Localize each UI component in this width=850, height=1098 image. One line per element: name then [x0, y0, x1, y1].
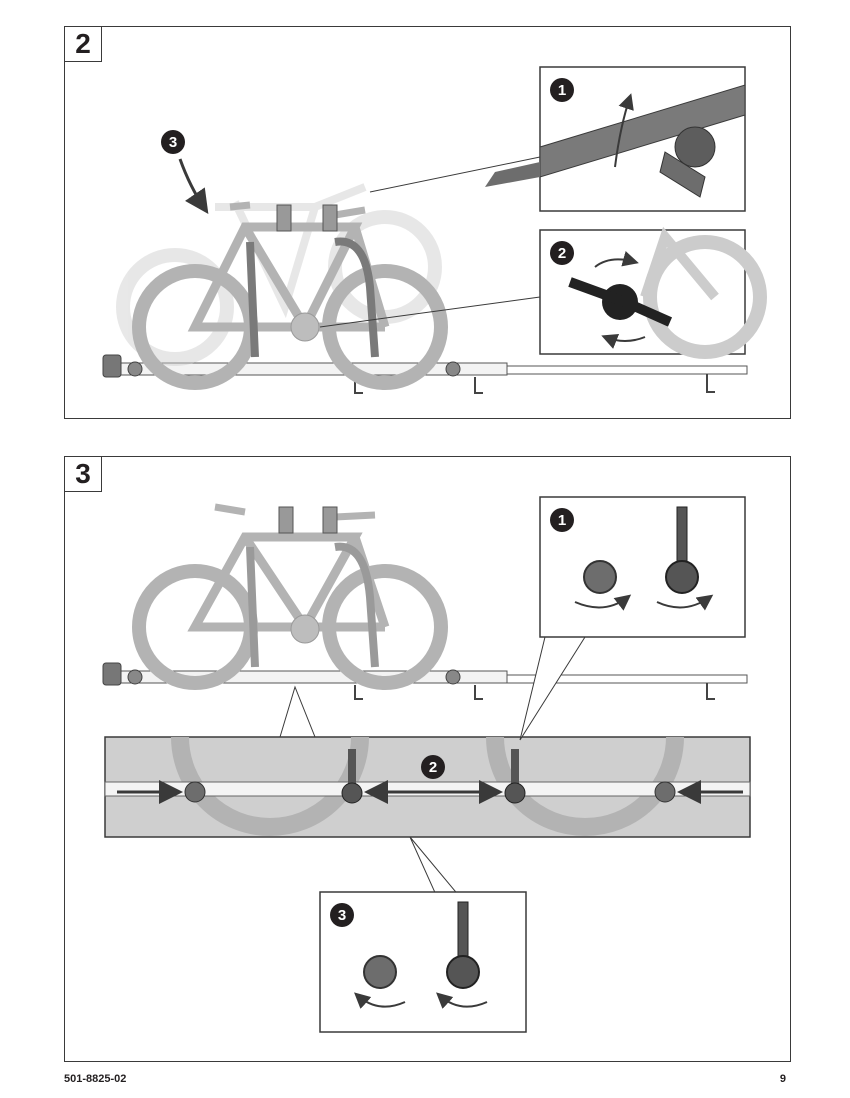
step-3-illustration: 2 1 [65, 457, 792, 1063]
callout-badge-icon: 2 [421, 755, 445, 779]
knob-icon [364, 956, 396, 988]
svg-text:2: 2 [429, 759, 437, 776]
inset-wheel-holder-release: 1 [485, 67, 745, 211]
document-code: 501-8825-02 [64, 1073, 126, 1085]
callout-badge-icon: 3 [161, 130, 185, 154]
svg-text:3: 3 [338, 907, 346, 924]
step-2-panel: 2 [64, 26, 791, 419]
magnified-rail-detail: 2 [105, 687, 750, 837]
step-2-illustration: 3 1 [65, 27, 792, 420]
svg-text:1: 1 [558, 512, 566, 529]
callout-badge-icon: 3 [330, 903, 354, 927]
svg-text:2: 2 [558, 245, 566, 262]
inset-loosen-knobs: 3 [320, 837, 526, 1032]
callout-badge-icon: 2 [550, 241, 574, 265]
svg-text:3: 3 [169, 134, 177, 151]
knob-icon [584, 561, 616, 593]
inset-knob-rotation: 2 [540, 230, 760, 354]
svg-text:1: 1 [558, 82, 566, 99]
callout-badge-icon: 1 [550, 508, 574, 532]
push-arrow-icon [180, 159, 205, 209]
callout-badge-icon: 1 [550, 78, 574, 102]
step-3-panel: 3 [64, 456, 791, 1062]
page-number: 9 [780, 1073, 786, 1085]
inset-tighten-knobs: 1 [520, 497, 745, 740]
